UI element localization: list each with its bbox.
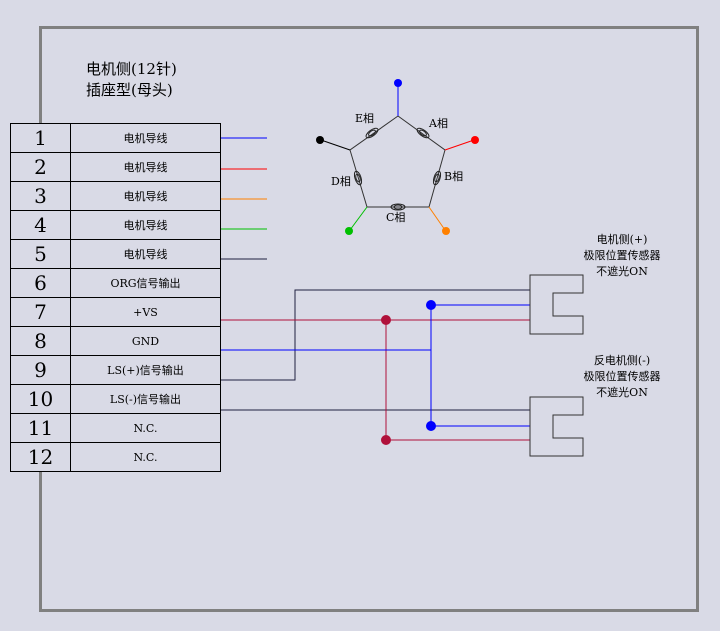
signal-wiring [221,289,530,441]
pin-number: 2 [10,152,71,182]
sensor-minus-line3: 不遮光ON [596,385,648,399]
lead-bottom-left [349,206,368,231]
junction-vs-1 [381,315,391,325]
coil-e-b [368,129,376,137]
coil-d [353,170,363,186]
coil-d-b [355,173,361,183]
phase-label-a: A相 [428,117,448,130]
terminal-bottom-left [345,227,353,235]
title-line-1: 电机侧(12针) [86,60,177,78]
phase-label-b: B相 [444,170,463,183]
phase-label-d: D相 [331,175,351,188]
pin-label: 电机导线 [70,123,221,153]
sensor-minus-shape [529,396,584,457]
junction-gnd-1 [426,300,436,310]
wire-pin9 [221,289,530,381]
terminal-left [316,136,324,144]
coil-a-b [419,129,427,137]
pin-number: 10 [10,384,71,414]
sensor-plus-line3: 不遮光ON [596,264,648,278]
coil-a [416,127,430,139]
pin-number: 7 [10,297,71,327]
sensor-plus-shape [529,274,584,335]
pin-label: 电机导线 [70,181,221,211]
lead-right [444,139,475,151]
pin-number: 5 [10,239,71,269]
coil-b [432,170,442,186]
pin-number: 12 [10,442,71,472]
sensor-minus-line1: 反电机侧(-) [594,353,650,367]
coil-c-b [393,204,403,210]
pin-label: LS(+)信号输出 [70,355,221,385]
terminal-bottom-right [442,227,450,235]
sensor-plus-line1: 电机侧(+) [597,232,648,246]
junction-gnd-2 [426,421,436,431]
coil-b-b [434,173,440,183]
pin-number: 8 [10,326,71,356]
coil-c [390,203,406,211]
pin-number: 4 [10,210,71,240]
junction-vs-2 [381,435,391,445]
phase-label-c: C相 [386,211,405,224]
pin-number: 1 [10,123,71,153]
coil-e [365,127,379,139]
pin-label: N.C. [70,413,221,443]
winding-coils [353,127,442,211]
pin-label: 电机导线 [70,239,221,269]
pin-label: LS(-)信号输出 [70,384,221,414]
lead-bottom-right [428,206,446,231]
phase-label-e: E相 [355,112,374,125]
terminal-right [471,136,479,144]
pin-label: GND [70,326,221,356]
pin-number: 11 [10,413,71,443]
lead-left [320,139,351,151]
pin-label: N.C. [70,442,221,472]
motor-winding-pentagon [349,115,446,208]
sensor-plus-line2: 极限位置传感器 [584,248,661,262]
title-line-2: 插座型(母头) [86,81,173,99]
sensor-minus-line2: 极限位置传感器 [584,369,661,383]
terminal-top [394,79,402,87]
pin-row: 7+VS [10,297,221,327]
